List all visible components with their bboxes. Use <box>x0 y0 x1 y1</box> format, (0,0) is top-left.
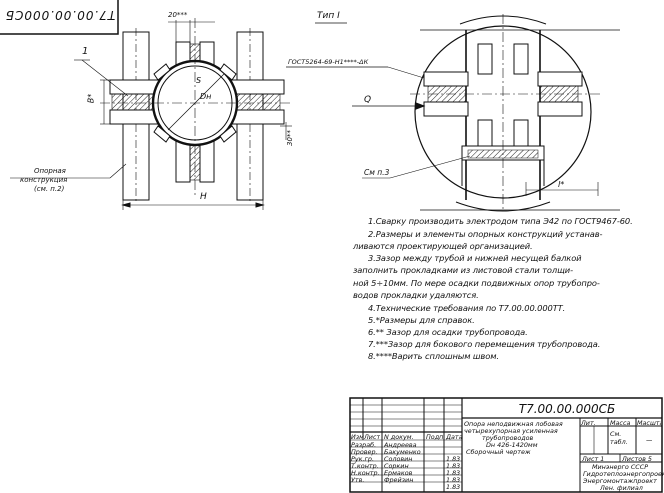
title-block-grid <box>349 397 663 493</box>
role-label: Утв. <box>351 476 365 484</box>
note-line: 3.Зазор между трубой и нижней несущей ба… <box>368 253 582 263</box>
header-doc: N докум. <box>384 433 414 441</box>
detail-view <box>286 14 620 212</box>
title-line: Dн 426-1420мм <box>486 441 538 449</box>
sheets-label: Листов 5 <box>622 455 652 463</box>
note-line: ливаются проектирующей организацией. <box>353 241 533 251</box>
note-line: 8.****Варить сплошным швом. <box>368 351 499 361</box>
dim-l-label: l* <box>558 180 565 189</box>
org-line: Гидротеплоэнергопроект <box>583 470 664 478</box>
header-list: Лист <box>364 433 381 441</box>
dim-b-label: B* <box>86 93 96 104</box>
support-structure-label-2: конструкция <box>20 176 68 184</box>
header-sign: Подп. <box>426 433 446 441</box>
mass-value: См. табл. <box>610 430 628 446</box>
header-izm: Изм <box>351 433 364 441</box>
role-name: Фрейзин <box>384 476 414 484</box>
header-date: Дата <box>446 433 463 441</box>
title-line: Опора неподвижная лобовая <box>464 420 563 428</box>
role-label: Н.контр. <box>351 469 380 477</box>
role-name: Андреева <box>384 441 417 449</box>
note-line: 2.Размеры и элементы опорных конструкций… <box>368 229 603 239</box>
view-label: Тип I <box>317 11 340 21</box>
role-label: Рук.гр. <box>351 455 374 463</box>
doc-number-rotated: Т7.00.00.000СБ <box>4 8 116 22</box>
role-name: Ермаков <box>384 469 413 477</box>
date-cell: 1.83 <box>446 476 461 484</box>
col-header-mass: Масса <box>610 419 631 427</box>
see-note-3-label: См п.3 <box>364 168 390 177</box>
org-line: Лен. филиал <box>600 484 643 492</box>
role-name: Соркин <box>384 462 409 470</box>
load-q-label: Q <box>364 95 372 105</box>
role-name: Бакуменко <box>384 448 421 456</box>
weld-spec-label: ГОСТ5264-69-Н1****-ΔК <box>288 58 369 66</box>
sheet-label: Лист 1 <box>582 455 605 463</box>
role-label: Т.контр. <box>351 462 379 470</box>
role-label: Провер. <box>351 448 378 456</box>
note-line: водов прокладки удаляются. <box>353 290 479 300</box>
title-doc-number: T7.00.00.000СБ <box>518 402 616 416</box>
role-name: Соловин <box>384 455 413 463</box>
dim-30-label: 30** <box>285 130 294 146</box>
date-cell: 1.83 <box>446 483 461 491</box>
title-line: трубопроводов <box>482 434 534 442</box>
date-cell: 1.83 <box>446 462 461 470</box>
dim-20-label: 20*** <box>168 11 188 19</box>
dim-s-label: S <box>196 76 202 85</box>
support-structure-label-1: Опорная <box>34 167 66 175</box>
note-line: 1.Сварку производить электродом типа Э42… <box>368 216 633 226</box>
note-line: заполнить прокладками из листовой стали … <box>353 265 573 275</box>
org-line: Энергомонтажпроект <box>583 477 657 485</box>
dim-dn-label: Dн <box>200 92 212 101</box>
note-line: 4.Технические требования по Т7.00.00.000… <box>368 303 566 313</box>
support-structure-label-3: (см. п.2) <box>34 185 65 193</box>
scale-value: — <box>646 436 653 444</box>
note-line: 7.***Зазор для бокового перемещения труб… <box>368 339 601 349</box>
note-line: 5.*Размеры для справок. <box>368 315 475 325</box>
note-line: 6.** Зазор для осадки трубопровода. <box>368 327 528 337</box>
org-line: Минэнерго СССР <box>592 463 649 471</box>
date-cell: 1.83 <box>446 455 461 463</box>
date-cell: 1.83 <box>446 469 461 477</box>
dim-h-label: H <box>200 192 207 202</box>
item-1-label: 1 <box>82 46 89 57</box>
main-view <box>0 0 292 210</box>
title-line: четырехупорная усиленная <box>464 427 558 435</box>
title-line: Сборочный чертеж <box>466 448 531 456</box>
col-header-scale: Масштаб <box>637 419 661 427</box>
col-header-lit: Лит. <box>581 419 596 427</box>
role-label: Разраб. <box>351 441 377 449</box>
note-line: ной 5÷10мм. По мере осадки подвижных опо… <box>353 278 600 288</box>
